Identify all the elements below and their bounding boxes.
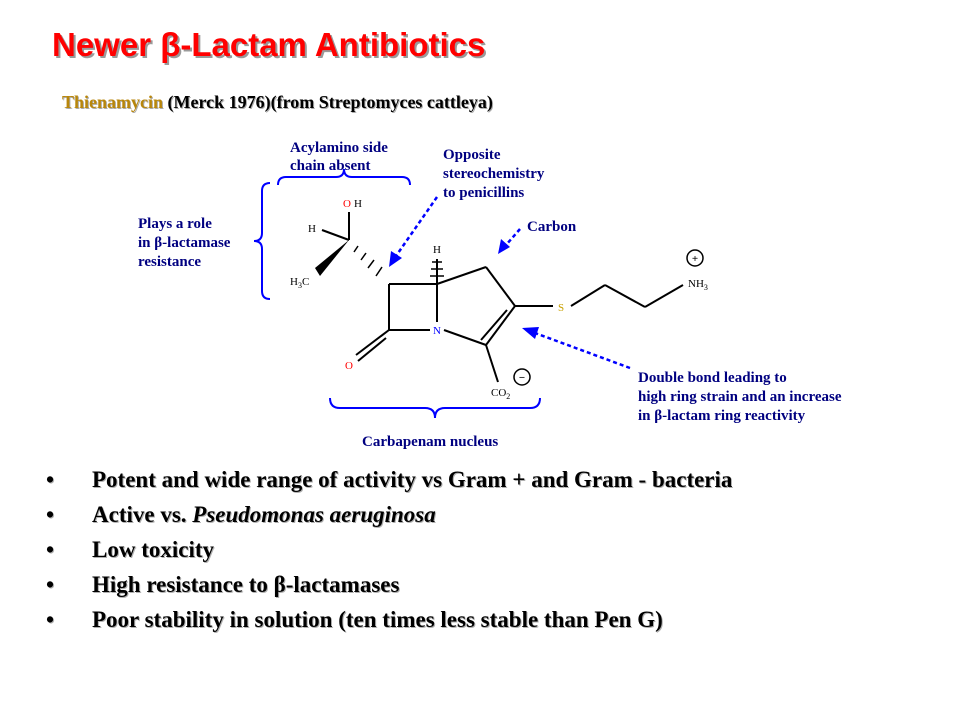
opposite-label-line3: to penicillins: [443, 185, 524, 201]
property-bullet-list: • Potent and wide range of activity vs Gr…: [40, 462, 732, 637]
plays-label-line1: Plays a role: [138, 216, 212, 232]
bullet-item: • Potent and wide range of activity vs Gr…: [40, 462, 732, 497]
opposite-label-line1: Opposite: [443, 147, 501, 163]
bullet-text: Potent and wide range of activity vs Gra…: [92, 467, 733, 492]
bridgehead-hydrogen: H: [433, 244, 441, 256]
carbonyl-oxygen: O: [345, 360, 353, 372]
plays-role-brace: [253, 182, 271, 300]
carbapenam-label: Carbapenam nucleus: [362, 434, 498, 450]
positive-charge: +: [692, 253, 698, 265]
side-chain-hydrogen: H: [308, 223, 316, 235]
opposite-label-line2: stereochemistry: [443, 166, 545, 182]
ammonium-group: NH3: [688, 278, 708, 292]
plays-label-line2: in β-lactamase: [138, 235, 231, 251]
acylamino-label-line2: chain absent: [290, 158, 370, 174]
bullet-text: Low toxicity: [92, 537, 215, 562]
bullet-marker: •: [46, 572, 55, 597]
bullet-marker: •: [46, 607, 55, 632]
hydroxyl-hydrogen: H: [354, 198, 362, 210]
double-bond-label-line1: Double bond leading to: [638, 370, 787, 386]
methyl-group-label: H3C: [290, 276, 309, 290]
bullet-item: • Low toxicity: [40, 532, 732, 567]
bullet-text: High resistance to β-lactamases: [92, 572, 400, 597]
drug-name: Thienamycin: [62, 92, 164, 112]
carbon-label: Carbon: [527, 219, 577, 235]
slide-title: Newer β-Lactam Antibiotics: [52, 26, 486, 63]
hydroxyl-oxygen: O: [343, 198, 351, 210]
bullet-item: • Poor stability in solution (ten times l…: [40, 602, 732, 637]
slide-subtitle: Thienamycin (Merck 1976)(from Streptomyc…: [62, 92, 493, 113]
opposite-stereo-arrow: [389, 196, 439, 267]
bullet-text: Poor stability in solution (ten times le…: [92, 607, 663, 632]
subtitle-details: (Merck 1976)(from Streptomyces cattleya): [163, 92, 493, 112]
ring-nitrogen: N: [433, 325, 441, 337]
bullet-text: Active vs.: [92, 502, 193, 527]
acylamino-brace: [277, 168, 411, 186]
negative-charge: −: [519, 372, 525, 384]
bullet-item: • Active vs. Pseudomonas aeruginosa: [40, 497, 732, 532]
double-bond-label-line2: high ring strain and an increase: [638, 389, 842, 405]
bullet-marker: •: [46, 502, 55, 527]
positive-charge-circle: [686, 249, 704, 267]
carbapenam-brace: [329, 397, 541, 419]
carbon-arrow: [498, 228, 521, 254]
double-bond-arrow: [522, 327, 631, 370]
wedge-bond: [315, 240, 349, 276]
negative-charge-circle: [513, 368, 531, 386]
stereo-hash-bonds: [353, 245, 444, 277]
bullet-marker: •: [46, 467, 55, 492]
molecule-bonds: [321, 212, 684, 383]
carboxylate-group: CO2: [491, 387, 510, 401]
bullet-marker: •: [46, 537, 55, 562]
bullet-italic-text: Pseudomonas aeruginosa: [192, 502, 436, 527]
thienamycin-structure-diagram: Acylamino side chain absent Opposite ste…: [138, 140, 842, 450]
double-bond-label-line3: in β-lactam ring reactivity: [638, 408, 806, 424]
bullet-item: • High resistance to β-lactamases: [40, 567, 732, 602]
sulfur-atom: S: [558, 302, 564, 314]
plays-label-line3: resistance: [138, 254, 201, 270]
acylamino-label-line1: Acylamino side: [290, 140, 388, 156]
